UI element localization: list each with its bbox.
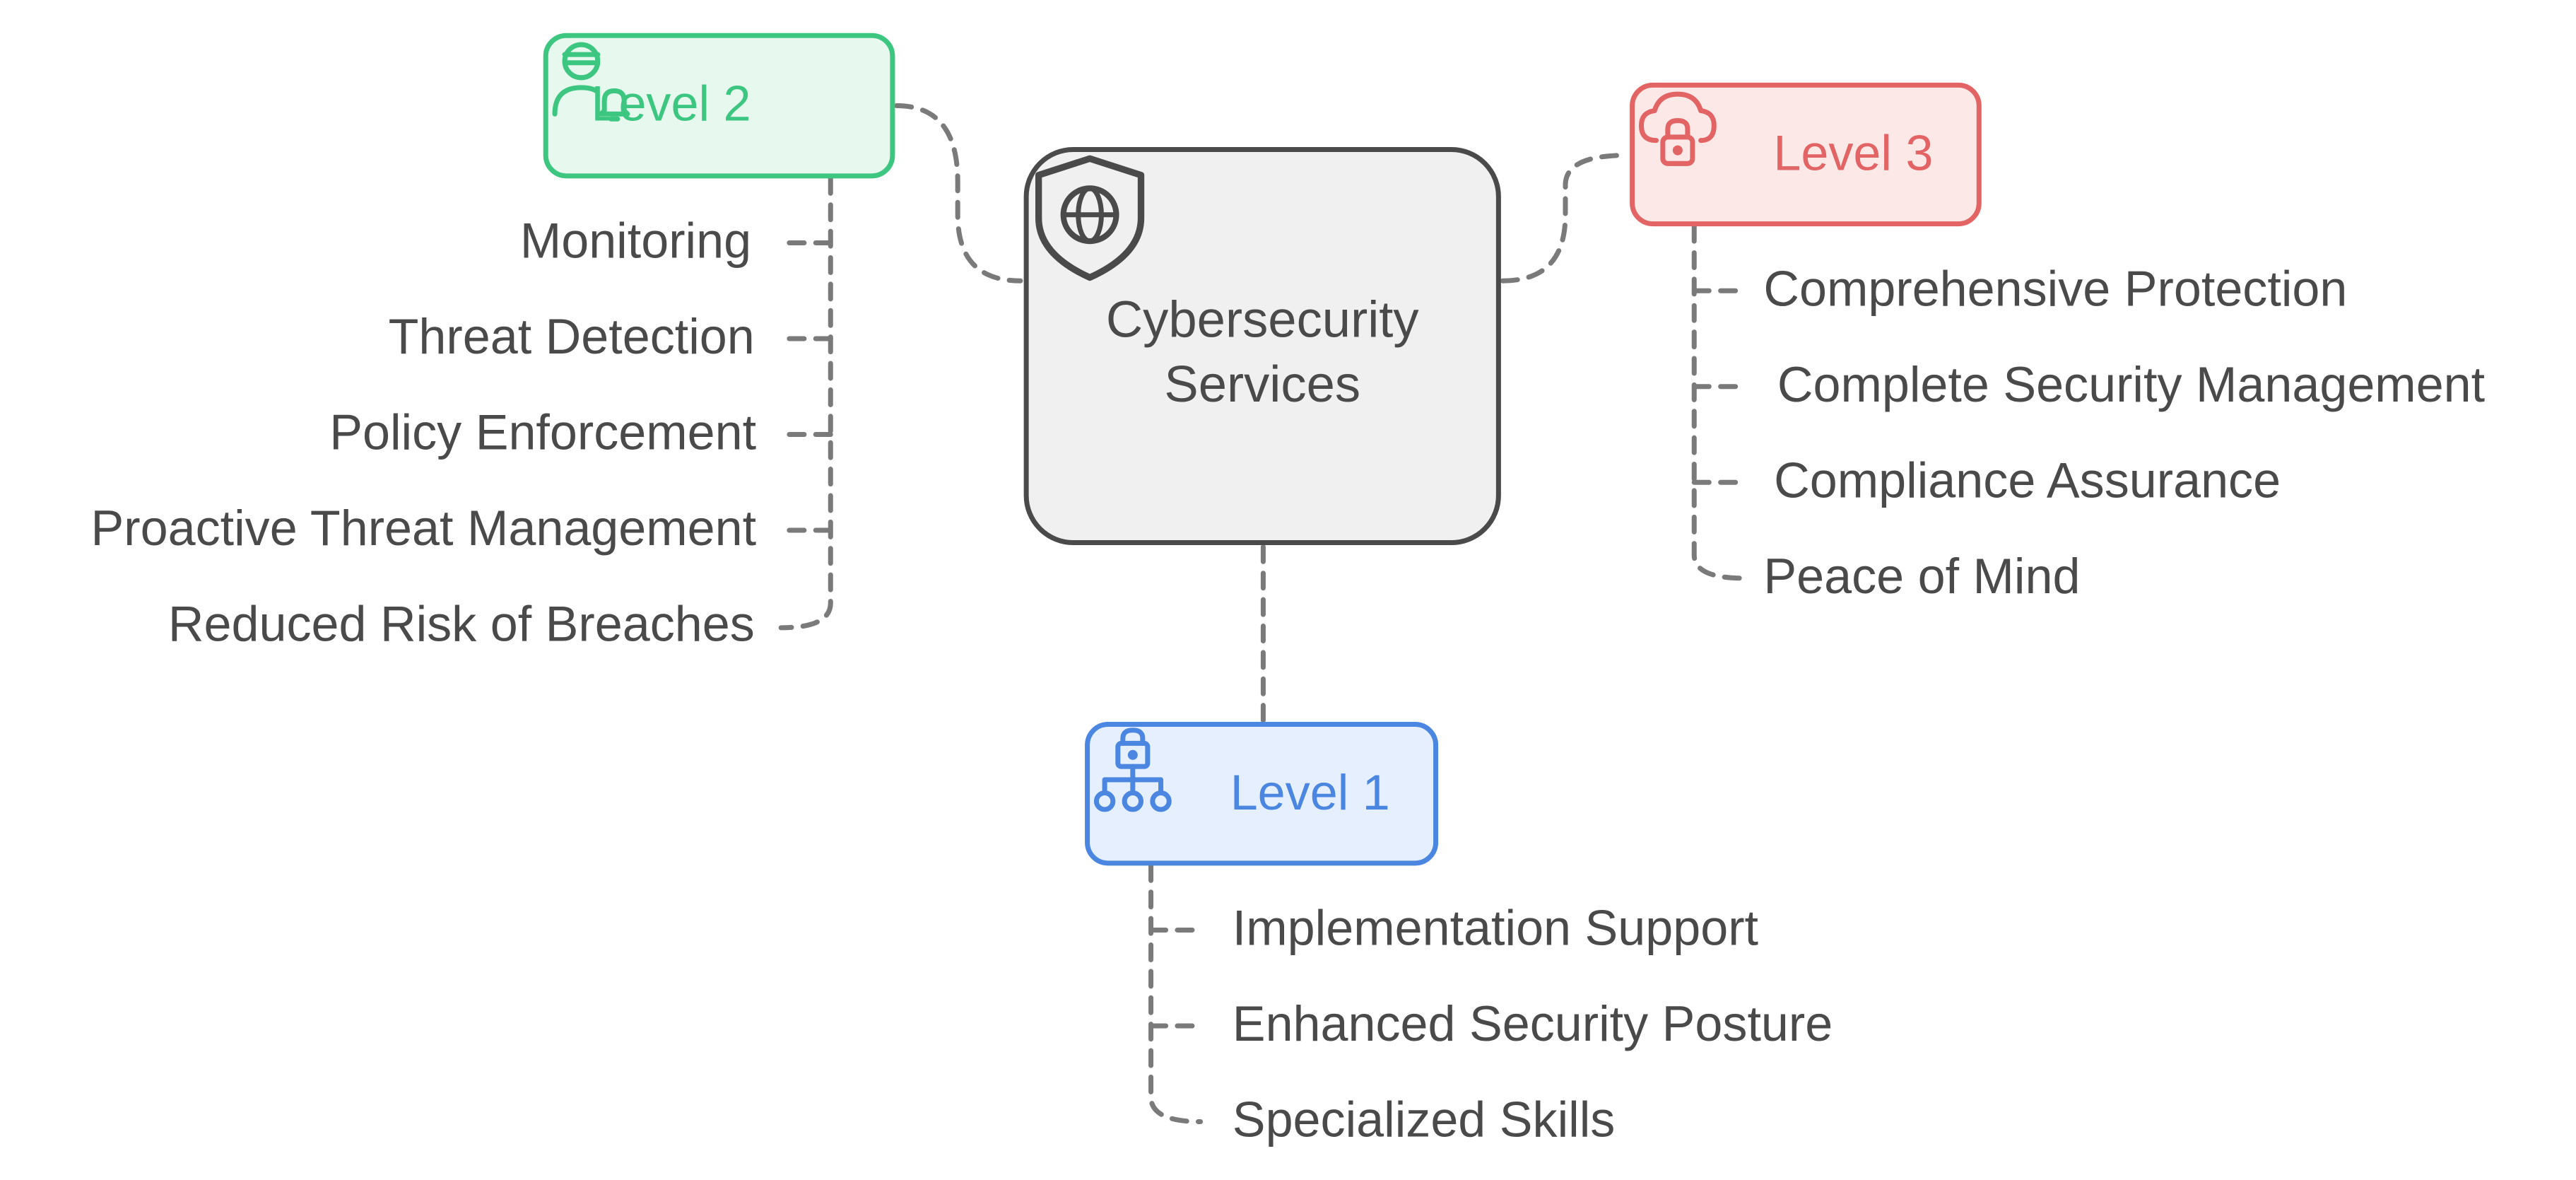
level-1-label: Level 1 [1230,766,1390,822]
level-3-item: Complete Security Management [1763,358,2486,414]
level-2-node[interactable]: Level 2 [543,33,895,179]
connector-level2-trunk [778,175,833,631]
level-1-item: Implementation Support [1218,901,1759,957]
level-3-item: Peace of Mind [1763,550,2081,605]
level-1-node[interactable]: Level 1 [1085,722,1439,866]
connector-center-level3 [1500,153,1629,284]
level-2-item: Reduced Risk of Breaches [167,597,755,653]
cloud-lock-icon [1638,91,1717,166]
level-3-item: Compliance Assurance [1760,454,2281,509]
connector-level1-trunk [1148,863,1204,1124]
center-node[interactable]: Cybersecurity Services [1023,146,1501,546]
level-3-node[interactable]: Level 3 [1630,82,1982,227]
shield-globe-icon [1035,155,1145,281]
connector-center-level2 [894,103,1023,284]
level-2-item: Policy Enforcement [329,406,757,461]
connector-level3-trunk [1691,223,1746,581]
level-3-item: Comprehensive Protection [1763,262,2348,317]
center-title: Cybersecurity Services [1105,290,1419,412]
level-2-label: Level 2 [591,77,751,132]
level-2-item: Monitoring [519,214,752,269]
level-1-item: Specialized Skills [1218,1093,1616,1148]
level-1-item: Enhanced Security Posture [1218,998,1833,1053]
user-alert-icon [552,42,630,122]
level-3-label: Level 3 [1773,127,1934,182]
level-2-item: Proactive Threat Management [90,502,757,557]
level-2-item: Threat Detection [388,310,755,366]
network-lock-icon [1093,728,1172,812]
